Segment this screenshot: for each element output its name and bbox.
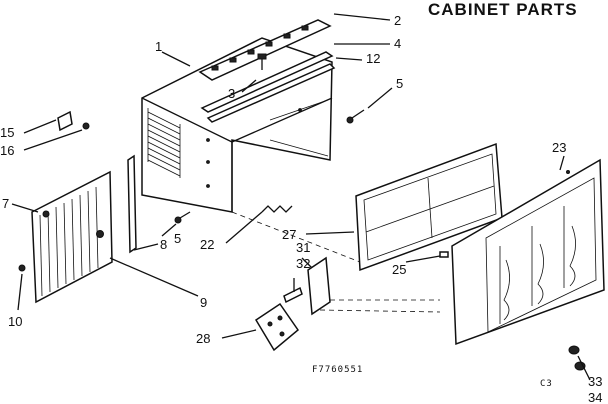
leader-lines bbox=[11, 13, 591, 381]
callout-5-bottom: 5 bbox=[174, 231, 181, 246]
clip-icon bbox=[261, 205, 293, 213]
callout-1: 1 bbox=[155, 39, 162, 54]
rail-strip bbox=[200, 51, 336, 123]
top-grille-bar bbox=[198, 19, 332, 81]
cabinet-shell bbox=[141, 37, 333, 213]
drawing-code: F7760551 bbox=[312, 365, 363, 375]
callout-8: 8 bbox=[160, 237, 167, 252]
callout-5-top: 5 bbox=[396, 76, 403, 91]
callout-2: 2 bbox=[394, 13, 401, 28]
assembly-lines bbox=[231, 211, 441, 313]
bracket-icon bbox=[57, 110, 90, 132]
callout-28: 28 bbox=[196, 331, 210, 346]
diagram-title: CABINET PARTS bbox=[428, 0, 578, 19]
callout-23: 23 bbox=[552, 140, 566, 155]
callout-27: 27 bbox=[282, 227, 296, 242]
front-grille bbox=[451, 158, 605, 346]
callout-16: 16 bbox=[0, 143, 14, 158]
corner-mark: C3 bbox=[540, 379, 553, 389]
callout-32: 32 bbox=[296, 256, 310, 271]
screw-icon bbox=[174, 211, 191, 224]
callout-22: 22 bbox=[200, 237, 214, 252]
callout-10: 10 bbox=[8, 314, 22, 329]
callout-15: 15 bbox=[0, 125, 14, 140]
callout-3: 3 bbox=[228, 86, 235, 101]
callout-31: 31 bbox=[296, 240, 310, 255]
side-louver-panel bbox=[31, 170, 113, 304]
callout-25: 25 bbox=[392, 262, 406, 277]
callout-12: 12 bbox=[366, 51, 380, 66]
side-strip bbox=[127, 154, 137, 254]
callout-33: 33 bbox=[588, 374, 602, 389]
bolt-icon bbox=[18, 230, 104, 272]
switch-bracket bbox=[254, 302, 300, 352]
callout-34: 34 bbox=[588, 390, 602, 404]
callout-9: 9 bbox=[200, 295, 207, 310]
control-plate bbox=[283, 256, 331, 316]
callout-labels: 2 1 4 12 3 5 15 16 7 5 22 8 9 10 27 31 3… bbox=[0, 13, 602, 404]
screw-icon bbox=[346, 109, 365, 124]
screw-icon bbox=[257, 53, 267, 70]
callout-4: 4 bbox=[394, 36, 401, 51]
shaft-icon bbox=[439, 251, 449, 258]
callout-7: 7 bbox=[2, 196, 9, 211]
